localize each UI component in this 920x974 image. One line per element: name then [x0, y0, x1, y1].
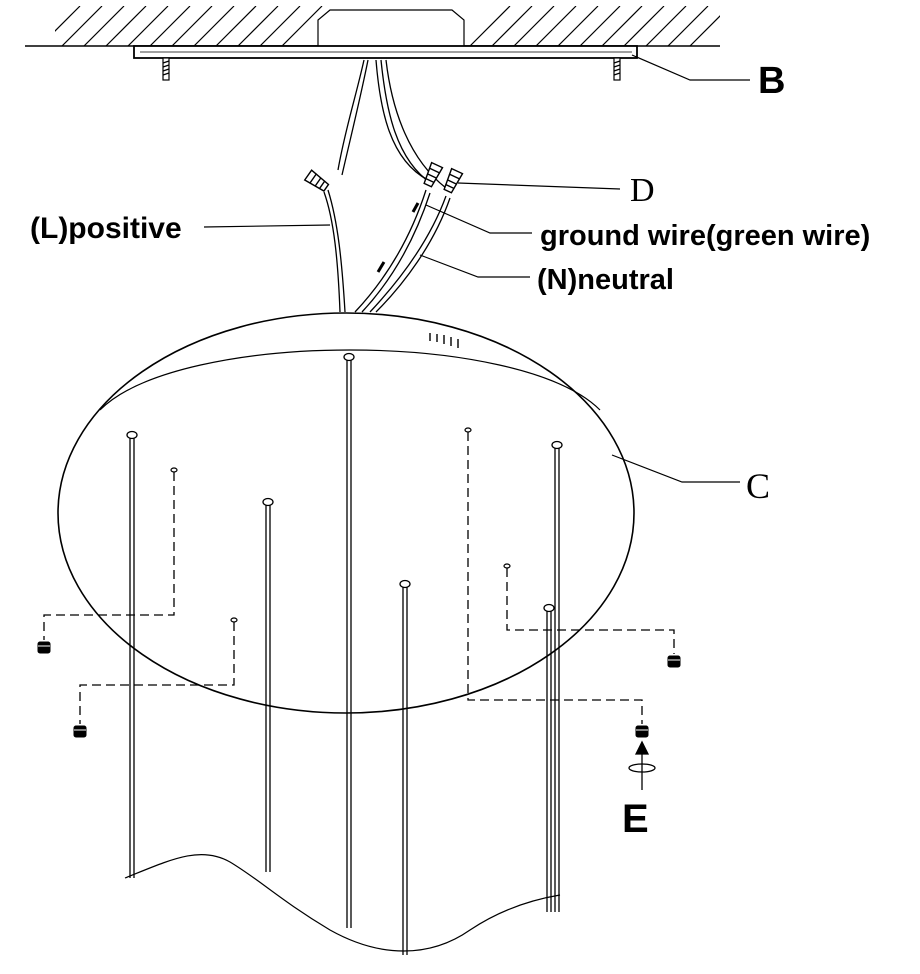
label-neutral: (N)neutral — [537, 264, 674, 296]
label-d: D — [630, 172, 655, 209]
right-screw — [613, 57, 621, 81]
lower-contour — [124, 854, 561, 952]
left-screw — [162, 57, 170, 81]
connector-left — [303, 169, 330, 192]
label-b: B — [758, 60, 785, 102]
vent-slots — [429, 333, 459, 348]
leader-lines — [203, 54, 750, 483]
wire-connectors — [303, 161, 464, 194]
hanging-cables — [126, 352, 563, 955]
ceiling — [25, 6, 720, 47]
cord-weights — [37, 641, 681, 738]
fixture-wires — [323, 189, 451, 313]
mounting-plate — [133, 45, 638, 81]
dashed-pendant-cords — [43, 432, 675, 724]
label-positive: (L)positive — [30, 212, 182, 245]
canopy-disc — [57, 312, 635, 714]
label-c: C — [746, 466, 770, 506]
label-e: E — [622, 797, 649, 841]
rotate-adjust-icon — [628, 740, 656, 790]
connector-middle — [423, 161, 444, 188]
label-ground-wire: ground wire(green wire) — [540, 220, 870, 252]
cord-anchors — [170, 427, 511, 623]
connector-right — [443, 167, 464, 194]
